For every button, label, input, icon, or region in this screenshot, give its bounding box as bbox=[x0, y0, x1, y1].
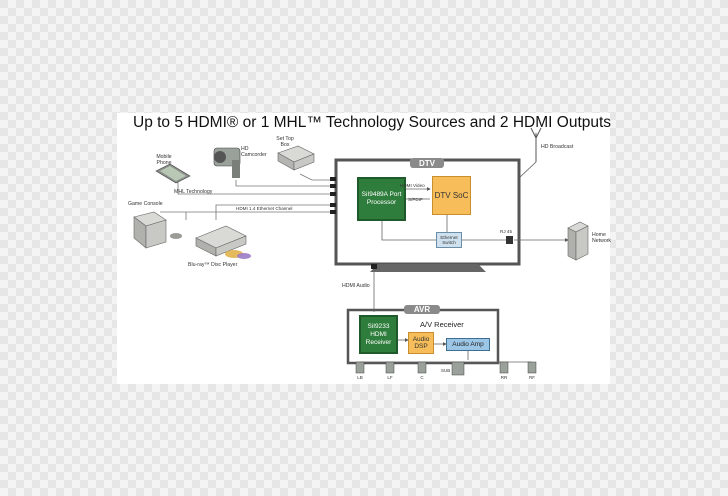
port-processor-chip: SiI9489A Port Processor bbox=[357, 177, 406, 221]
set-top-box-label: Set Top Box bbox=[276, 136, 294, 148]
hd-camcorder-label: HD Camcorder bbox=[241, 146, 267, 158]
diagram-title: Up to 5 HDMI® or 1 MHL™ Technology Sourc… bbox=[133, 114, 612, 131]
speaker-lf-icon bbox=[385, 361, 395, 374]
ethernet-switch-chip: Ethernet Switch bbox=[436, 232, 462, 248]
hdmi-out-connector bbox=[371, 264, 377, 269]
speaker-sub-icon bbox=[451, 361, 465, 376]
hdmi-receiver-chip: SiI9233 HDMI Receiver bbox=[359, 315, 398, 354]
speaker-icons bbox=[355, 361, 537, 376]
spdif-label: S/PDIF bbox=[408, 197, 423, 202]
hdmi-audio-label: HDMI Audio bbox=[342, 283, 370, 289]
game-console-icon bbox=[133, 211, 182, 249]
speaker-c-icon bbox=[417, 361, 427, 374]
speaker-label: LB bbox=[357, 375, 363, 380]
home-network-label: Home Network bbox=[592, 232, 612, 244]
speaker-label: C bbox=[420, 375, 424, 380]
speaker-rr-icon bbox=[499, 361, 509, 374]
antenna-icon bbox=[518, 127, 542, 179]
dtv-internal-links bbox=[373, 187, 569, 312]
home-network-icon bbox=[567, 221, 589, 261]
audio-dsp-chip: Audio DSP bbox=[408, 332, 434, 354]
speaker-label: RF bbox=[529, 375, 535, 380]
dtv-header: DTV bbox=[410, 158, 444, 168]
camcorder-icon bbox=[213, 147, 241, 178]
game-console-label: Game Console bbox=[128, 201, 163, 207]
speaker-lb-icon bbox=[355, 361, 365, 374]
rj45-label: RJ 45 bbox=[500, 229, 513, 234]
avr-header: AVR bbox=[404, 305, 440, 314]
source-cables bbox=[160, 173, 330, 220]
hdmi-connectors bbox=[330, 177, 336, 214]
speaker-label: LF bbox=[387, 375, 393, 380]
bluray-player-label: Blu-ray™ Disc Player bbox=[188, 262, 238, 268]
audio-amp-chip: Audio Amp bbox=[446, 338, 490, 351]
mobile-phone-label: Mobile Phone bbox=[156, 154, 172, 166]
hd-broadcast-label: HD Broadcast bbox=[541, 144, 574, 150]
speaker-label: SUB bbox=[441, 368, 451, 373]
speaker-label: RR bbox=[500, 375, 508, 380]
av-receiver-label: A/V Receiver bbox=[420, 320, 464, 329]
mobile-phone-icon bbox=[155, 163, 191, 184]
speaker-rf-icon bbox=[527, 361, 537, 374]
hdmi-ethernet-label: HDMI 1.4 Ethernet Channel bbox=[236, 206, 293, 211]
dtv-soc-chip: DTV SoC bbox=[432, 176, 471, 215]
rj45-port-icon bbox=[506, 236, 513, 244]
mhl-technology-label: MHL Technology bbox=[174, 189, 213, 195]
hdmi-video-label: HDMI Video bbox=[400, 183, 425, 188]
set-top-box-icon bbox=[277, 145, 315, 171]
bluray-player-icon bbox=[195, 225, 251, 259]
